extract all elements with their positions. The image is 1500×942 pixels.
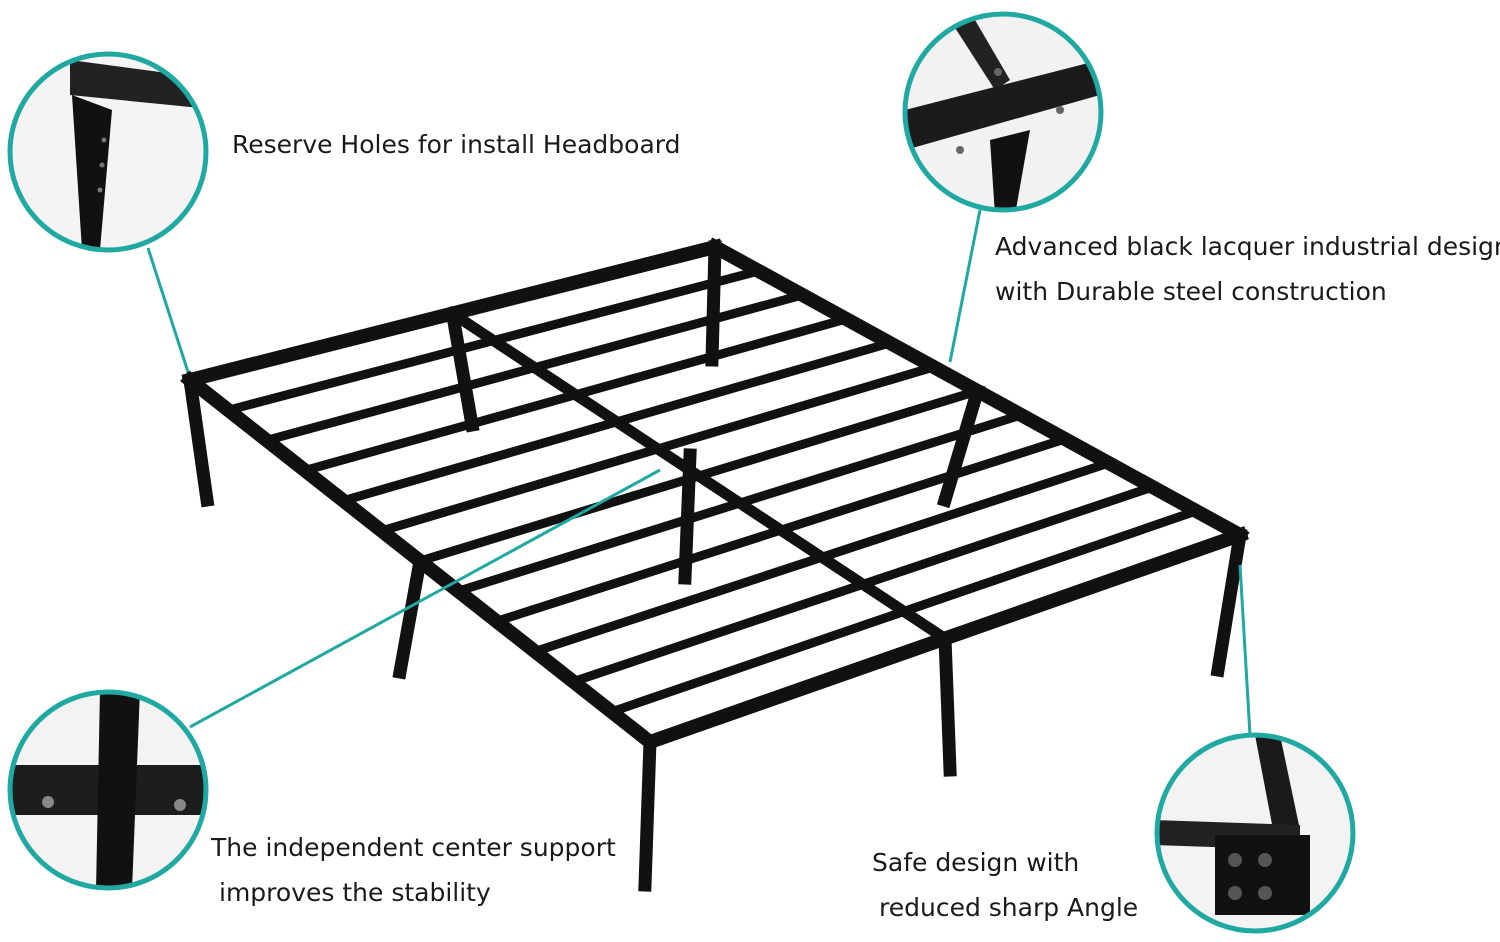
- callout-center-line2: improves the stability: [219, 878, 491, 907]
- callout-design-line2: with Durable steel construction: [995, 277, 1387, 306]
- bed-leg: [444, 305, 480, 433]
- callout-design-line1: Advanced black lacquer industrial design: [995, 232, 1500, 261]
- callout-headboard-holes: Reserve Holes for install Headboard: [232, 130, 681, 159]
- leader-line-center: [189, 468, 661, 729]
- leader-line-design: [948, 209, 982, 363]
- detail-circle-center-support: [7, 689, 209, 891]
- callout-center-line1: The independent center support: [211, 833, 616, 862]
- leader-line-angle: [1238, 564, 1252, 736]
- callout-angle-line2: reduced sharp Angle: [879, 893, 1139, 922]
- bed-leg: [1210, 527, 1248, 678]
- detail-circle-headboard: [7, 51, 209, 253]
- side-rail: [705, 237, 1250, 545]
- side-rail: [641, 526, 1249, 751]
- side-rail: [180, 370, 660, 752]
- leader-line-headboard: [146, 247, 190, 373]
- bed-leg: [392, 553, 428, 680]
- callout-angle-line1: Safe design with: [872, 848, 1080, 877]
- bed-leg: [705, 240, 722, 367]
- leader-lines: [146, 209, 1252, 736]
- bed-frame: [180, 237, 1250, 892]
- bed-leg: [638, 735, 657, 892]
- bed-leg: [182, 372, 215, 508]
- bed-leg: [938, 631, 957, 777]
- detail-circle-corner: [1154, 732, 1356, 934]
- detail-circle-design: [902, 11, 1104, 213]
- center-rail: [444, 305, 953, 647]
- side-rail: [181, 238, 724, 389]
- bed-leg: [936, 382, 986, 509]
